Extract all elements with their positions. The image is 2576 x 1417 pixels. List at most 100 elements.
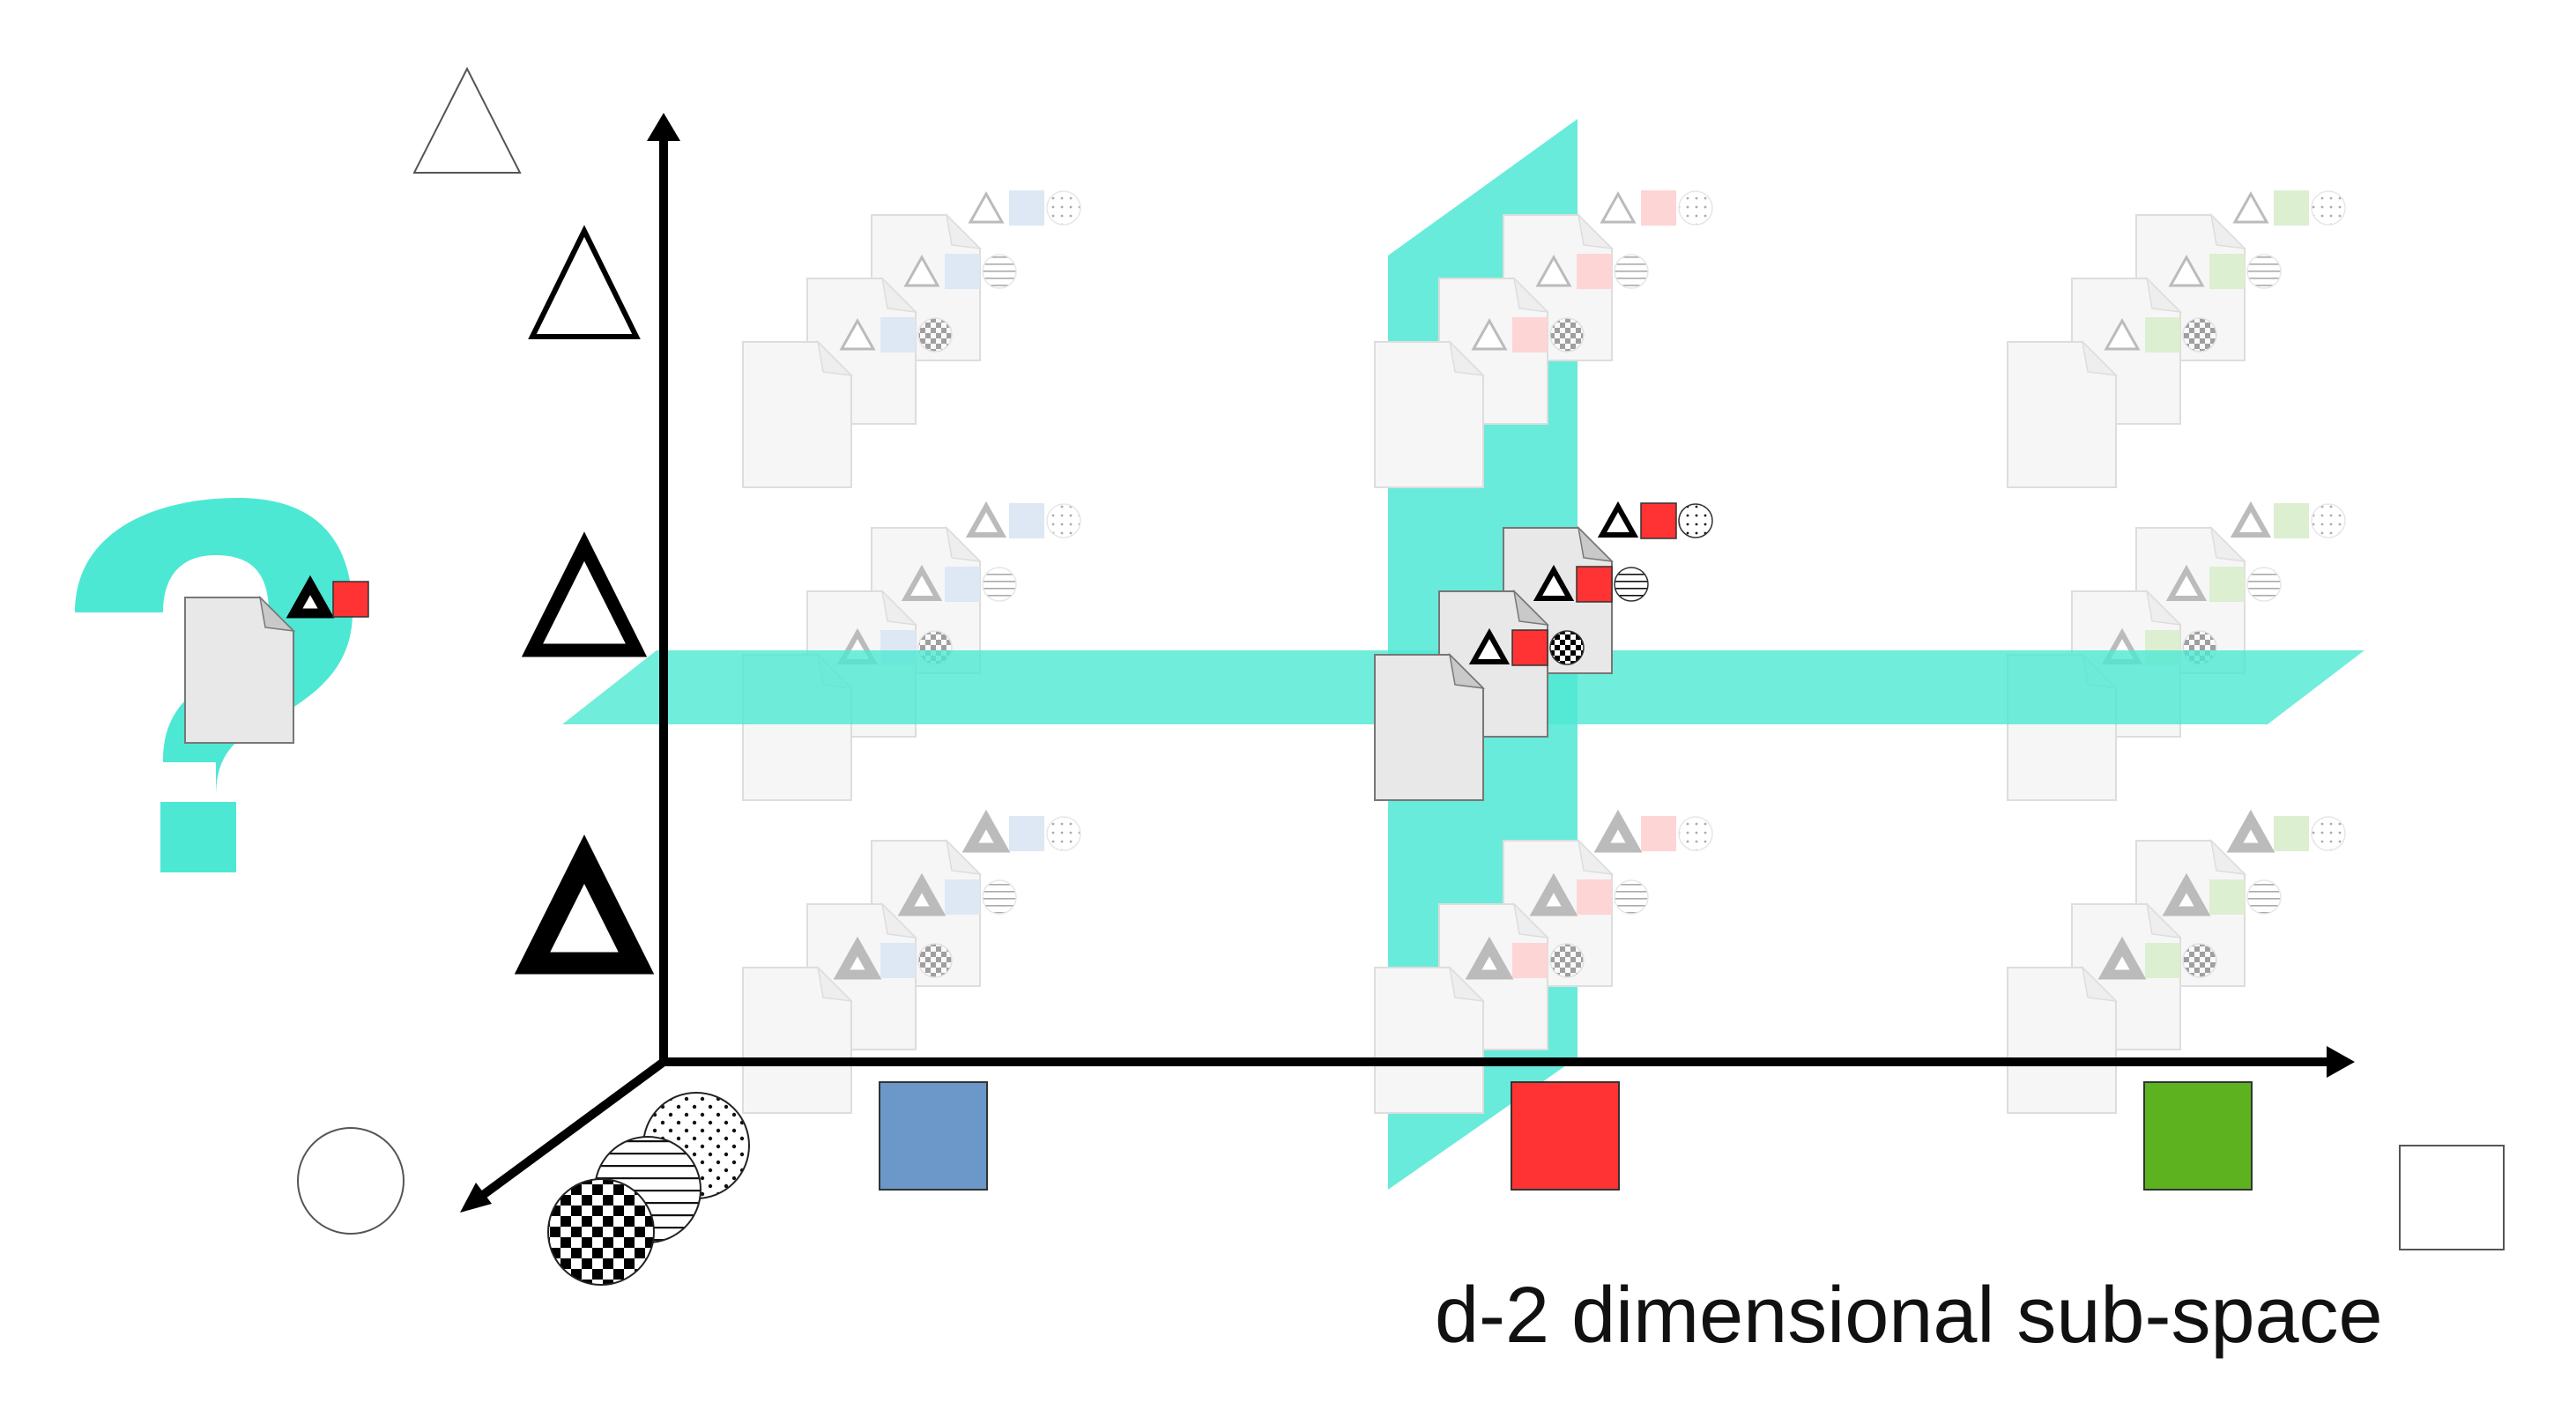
document-red-thin-outline-checkered-pattern bbox=[1374, 339, 1486, 488]
query-attributes-badge bbox=[286, 575, 369, 619]
document-attributes-badge bbox=[2162, 872, 2282, 916]
circle-axis-icon bbox=[297, 1127, 405, 1235]
square-icon bbox=[1512, 943, 1548, 978]
triangle-icon bbox=[2097, 936, 2147, 980]
document-fold-icon bbox=[816, 339, 854, 377]
document-fold-icon bbox=[2145, 276, 2183, 314]
document-attributes-badge bbox=[2097, 936, 2217, 980]
square-icon bbox=[2209, 254, 2245, 289]
document-icon bbox=[1374, 654, 1484, 801]
z-axis-arrow-icon bbox=[460, 1183, 492, 1213]
circle-icon bbox=[917, 943, 953, 978]
axes bbox=[460, 113, 2355, 1213]
triangle-icon bbox=[286, 575, 335, 619]
square-icon bbox=[2274, 816, 2309, 851]
checkered-circle-icon bbox=[547, 1178, 655, 1286]
square-icon bbox=[332, 581, 369, 618]
document-attributes-badge bbox=[1471, 317, 1585, 352]
document-green-thick-outline-checkered-pattern bbox=[2007, 965, 2119, 1114]
x-axis-arrow-icon bbox=[2327, 1046, 2355, 1078]
square-icon bbox=[945, 254, 980, 289]
triangle-icon bbox=[1533, 564, 1575, 601]
document-attributes-badge bbox=[2165, 564, 2282, 602]
question-mark-icon bbox=[75, 498, 353, 798]
circle-icon bbox=[1678, 190, 1713, 226]
circle-icon bbox=[2311, 816, 2346, 851]
z-axis-line bbox=[473, 1057, 666, 1205]
circle-icon bbox=[1549, 630, 1585, 665]
circle-icon bbox=[1046, 190, 1081, 226]
circle-icon bbox=[982, 567, 1017, 602]
square-icon bbox=[1009, 816, 1044, 851]
document-fold-icon bbox=[880, 276, 918, 314]
square-icon bbox=[2209, 879, 2245, 915]
triangle-icon bbox=[961, 809, 1011, 853]
triangle-axis-icon bbox=[412, 66, 522, 174]
triangle-icon bbox=[839, 317, 876, 351]
circle-icon bbox=[917, 317, 953, 352]
document-grid bbox=[742, 190, 2346, 1114]
triangle-icon bbox=[903, 254, 940, 287]
square-icon bbox=[945, 567, 980, 602]
document-fold-icon bbox=[1577, 212, 1615, 250]
triangle-icon bbox=[2226, 809, 2275, 853]
document-attributes-badge bbox=[1535, 254, 1649, 289]
document-attributes-badge bbox=[901, 564, 1017, 602]
document-attributes-badge bbox=[1597, 501, 1713, 539]
document-attributes-badge bbox=[1468, 627, 1585, 666]
document-fold-icon bbox=[816, 965, 854, 1003]
triangle-icon bbox=[1471, 317, 1508, 351]
square-icon bbox=[945, 879, 980, 915]
medium-triangle-icon bbox=[521, 531, 648, 657]
square-icon bbox=[1511, 629, 1548, 666]
thick-triangle-icon bbox=[514, 835, 655, 975]
square-icon bbox=[2274, 190, 2309, 226]
document-attributes-badge bbox=[833, 936, 953, 980]
document-fold-icon bbox=[945, 525, 983, 563]
circle-icon bbox=[1549, 317, 1585, 352]
document-fold-icon bbox=[1448, 652, 1486, 690]
document-fold-icon bbox=[1512, 276, 1550, 314]
document-fold-icon bbox=[1448, 339, 1486, 377]
document-attributes-badge bbox=[961, 809, 1081, 853]
square-icon bbox=[2209, 567, 2245, 602]
triangle-icon bbox=[2165, 564, 2208, 601]
document-icon bbox=[742, 967, 852, 1114]
document-attributes-badge bbox=[2226, 809, 2346, 853]
triangle-icon bbox=[2230, 501, 2272, 538]
subspace-caption: d-2 dimensional sub-space bbox=[1435, 1272, 2383, 1360]
circle-icon bbox=[2246, 879, 2282, 915]
triangle-icon bbox=[1535, 254, 1572, 287]
document-icon bbox=[184, 597, 294, 744]
triangle-icon bbox=[2232, 190, 2269, 224]
document-attributes-badge bbox=[1465, 936, 1585, 980]
square-icon bbox=[1576, 566, 1613, 603]
document-icon bbox=[2007, 341, 2117, 488]
blue-square-icon bbox=[879, 1081, 988, 1191]
circle-icon bbox=[1614, 879, 1649, 915]
query-document bbox=[184, 595, 296, 744]
square-icon bbox=[2274, 503, 2309, 538]
document-attributes-badge bbox=[968, 190, 1081, 226]
green-square-icon bbox=[2143, 1081, 2253, 1191]
document-fold-icon bbox=[1512, 901, 1550, 939]
document-fold-icon bbox=[945, 838, 983, 876]
circle-icon bbox=[1549, 943, 1585, 978]
document-red-thick-outline-checkered-pattern bbox=[1374, 965, 1486, 1114]
document-fold-icon bbox=[2209, 838, 2247, 876]
document-icon bbox=[742, 341, 852, 488]
document-icon bbox=[1374, 341, 1484, 488]
document-fold-icon bbox=[2145, 901, 2183, 939]
square-icon bbox=[1641, 190, 1676, 226]
circle-icon bbox=[2311, 190, 2346, 226]
document-attributes-badge bbox=[1529, 872, 1649, 916]
circle-icon bbox=[1046, 503, 1081, 538]
circle-icon bbox=[1614, 567, 1649, 602]
y-axis-arrow-icon bbox=[647, 113, 680, 141]
document-icon bbox=[1374, 967, 1484, 1114]
document-fold-icon bbox=[1448, 965, 1486, 1003]
document-fold-icon bbox=[2209, 212, 2247, 250]
triangle-icon bbox=[897, 872, 947, 916]
triangle-icon bbox=[965, 501, 1007, 538]
triangle-icon bbox=[1468, 627, 1511, 664]
